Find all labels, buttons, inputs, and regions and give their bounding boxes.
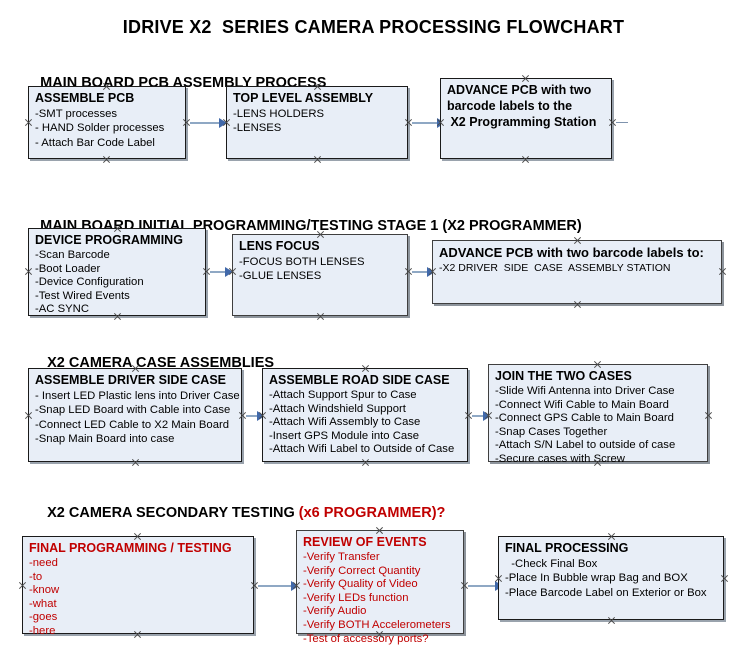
box-lens-focus[interactable]: LENS FOCUS -FOCUS BOTH LENSES -GLUE LENS… — [232, 234, 408, 316]
connector-arrow — [225, 267, 233, 277]
box-line: -X2 DRIVER SIDE CASE ASSEMBLY STATION — [439, 262, 671, 274]
box-assemble-pcb[interactable]: ASSEMBLE PCB -SMT processes - HAND Solde… — [28, 86, 186, 159]
section-heading-text: X2 CAMERA CASE ASSEMBLIES — [47, 355, 275, 371]
box-title: TOP LEVEL ASSEMBLY — [233, 91, 374, 105]
box-line: -Slide Wifi Antenna into Driver Case — [495, 385, 675, 397]
box-advance-pcb-to-driver-side-case-station[interactable]: ADVANCE PCB with two barcode labels to: … — [432, 240, 722, 304]
box-line: -Verify LEDs function — [303, 591, 409, 604]
box-line: -Device Configuration — [35, 276, 144, 289]
box-final-programming-testing[interactable]: FINAL PROGRAMMING / TESTING -need -to -k… — [22, 536, 254, 637]
box-line: -Connect LED Cable to X2 Main Board — [35, 418, 230, 431]
box-line: - HAND Solder processes — [35, 122, 165, 135]
box-line: - Insert LED Plastic lens into Driver Ca… — [35, 390, 240, 402]
box-line: -here — [29, 624, 56, 637]
box-line: -goes — [29, 611, 58, 624]
box-line: -Attach S/N Label to outside of case — [495, 439, 676, 452]
box-title: ADVANCE PCB with two — [447, 83, 592, 97]
box-title: ASSEMBLE ROAD SIDE CASE — [269, 373, 450, 387]
connector-arrow — [427, 267, 435, 277]
box-top-level-assembly[interactable]: TOP LEVEL ASSEMBLY -LENS HOLDERS -LENSES — [226, 86, 408, 159]
box-line: -Snap Main Board into case — [35, 433, 175, 446]
box-line: -FOCUS BOTH LENSES — [239, 256, 365, 268]
box-title: DEVICE PROGRAMMING — [35, 233, 183, 247]
box-line: -to — [29, 570, 43, 583]
box-review-of-events[interactable]: REVIEW OF EVENTS -Verify Transfer -Verif… — [296, 530, 464, 645]
box-line: -LENSES — [233, 122, 282, 135]
box-line: -SMT processes — [35, 108, 118, 120]
connector-arrow — [483, 411, 491, 421]
box-line: -Verify Quality of Video — [303, 578, 418, 591]
box-line: -Test Wired Events — [35, 289, 130, 302]
box-line: -Attach Wifi Assembly to Case — [269, 416, 421, 429]
box-line: -Check Final Box — [505, 558, 598, 570]
box-title: JOIN THE TWO CASES — [495, 369, 632, 383]
box-title: FINAL PROCESSING — [505, 541, 629, 555]
box-line: -Verify Audio — [303, 605, 367, 618]
box-title: ASSEMBLE DRIVER SIDE CASE — [35, 373, 227, 387]
box-line: -Place In Bubble wrap Bag and BOX — [505, 572, 688, 585]
connector-lens-focus-to-advance-pcb — [412, 271, 428, 273]
box-advance-pcb-to-x2-programming-station[interactable]: ADVANCE PCB with two barcode labels to t… — [440, 78, 612, 159]
box-line: -Place Barcode Label on Exterior or Box — [505, 586, 707, 599]
box-line: X2 Programming Station — [447, 115, 597, 129]
section-heading-accent: (x6 PROGRAMMER)? — [298, 505, 446, 521]
connector-driver-case-to-road-case — [246, 415, 258, 417]
box-line: -what — [29, 597, 57, 610]
connector-arrow — [219, 118, 227, 128]
box-line: -Snap LED Board with Cable into Case — [35, 404, 231, 417]
box-line: -Boot Loader — [35, 262, 101, 275]
box-line: -Connect GPS Cable to Main Board — [495, 412, 674, 425]
box-title: ASSEMBLE PCB — [35, 91, 135, 105]
box-line: -Insert GPS Module into Case — [269, 429, 420, 442]
box-line: -Secure cases with Screw — [495, 452, 625, 465]
box-assemble-road-side-case[interactable]: ASSEMBLE ROAD SIDE CASE -Attach Support … — [262, 368, 468, 462]
box-line: -Verify BOTH Accelerometers — [303, 618, 451, 631]
box-assemble-driver-side-case[interactable]: ASSEMBLE DRIVER SIDE CASE - Insert LED P… — [28, 368, 242, 462]
box-line: -Scan Barcode — [35, 249, 110, 261]
connector-road-case-to-join-cases — [472, 415, 484, 417]
box-title: REVIEW OF EVENTS — [303, 535, 427, 549]
box-title: LENS FOCUS — [239, 239, 320, 253]
connector-stub — [616, 122, 628, 123]
box-line: -Connect Wifi Cable to Main Board — [495, 398, 669, 411]
page-title: IDRIVE X2 SERIES CAMERA PROCESSING FLOWC… — [122, 17, 625, 37]
box-line-overflow: -Test of accessory ports? — [303, 632, 429, 645]
box-line: -need — [29, 557, 58, 569]
box-line: -Verify Transfer — [303, 551, 380, 563]
connector-assemble-pcb-to-top-level — [190, 122, 220, 124]
box-line: -LENS HOLDERS — [233, 108, 325, 120]
connector-device-programming-to-lens-focus — [210, 271, 226, 273]
connector-arrow — [291, 581, 299, 591]
connector-arrow — [257, 411, 265, 421]
box-title: FINAL PROGRAMMING / TESTING — [29, 541, 232, 555]
box-line: -know — [29, 584, 60, 597]
box-line: -Snap Cases Together — [495, 425, 608, 438]
box-title: ADVANCE PCB with two barcode labels to: — [439, 245, 704, 260]
box-line: -AC SYNC — [35, 303, 89, 316]
section-heading-text: X2 CAMERA SECONDARY TESTING — [47, 505, 299, 521]
box-join-the-two-cases[interactable]: JOIN THE TWO CASES -Slide Wifi Antenna i… — [488, 364, 708, 465]
box-line: - Attach Bar Code Label — [35, 136, 155, 149]
section-heading-x2-camera-case-assemblies: X2 CAMERA CASE ASSEMBLIES — [31, 339, 274, 387]
connector-top-level-to-advance-pcb — [412, 122, 438, 124]
box-line: barcode labels to the — [447, 99, 573, 113]
box-line: -Verify Correct Quantity — [303, 564, 421, 577]
box-line: -GLUE LENSES — [239, 270, 322, 283]
box-line: -Attach Support Spur to Case — [269, 389, 417, 401]
box-line: -Attach Wifi Label to Outside of Case — [269, 443, 455, 456]
connector-review-of-events-to-final-processing — [468, 585, 496, 587]
section-heading-x2-camera-secondary-testing: X2 CAMERA SECONDARY TESTING (x6 PROGRAMM… — [31, 489, 445, 537]
box-final-processing[interactable]: FINAL PROCESSING -Check Final Box -Place… — [498, 536, 724, 620]
connector-final-programming-to-review-of-events — [258, 585, 292, 587]
box-device-programming[interactable]: DEVICE PROGRAMMING -Scan Barcode -Boot L… — [28, 228, 206, 316]
box-line: -Attach Windshield Support — [269, 402, 406, 415]
